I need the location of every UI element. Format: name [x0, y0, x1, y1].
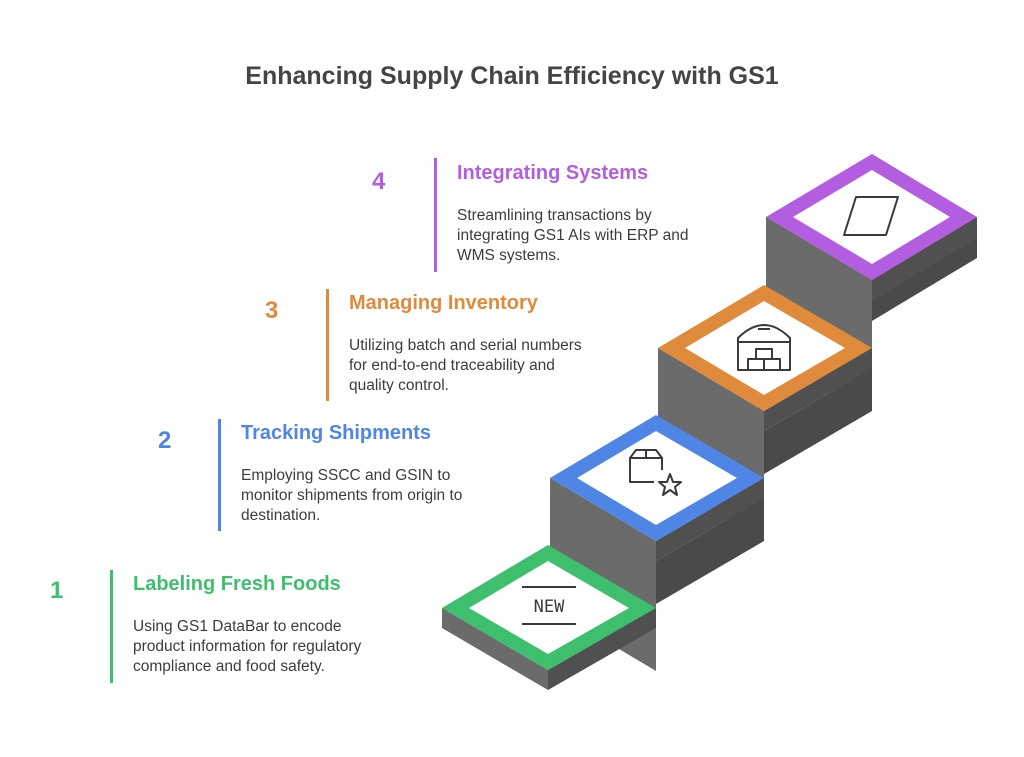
- box-star-icon: [629, 449, 682, 496]
- step-number: 2: [158, 427, 172, 454]
- step-description: Streamlining transactions by integrating…: [457, 207, 689, 264]
- stair-top-2: [550, 415, 764, 541]
- step-heading: Tracking Shipments: [241, 422, 432, 444]
- svg-text:NEW: NEW: [534, 597, 565, 617]
- stair-top-3: [658, 285, 872, 411]
- new-label-icon: NEW: [522, 586, 576, 625]
- step-heading: Integrating Systems: [457, 162, 649, 184]
- step-divider: [218, 419, 221, 531]
- page-title: Enhancing Supply Chain Efficiency with G…: [245, 62, 779, 90]
- stair-top-1: NEW: [442, 545, 656, 670]
- step-heading: Labeling Fresh Foods: [133, 573, 341, 595]
- step-number: 1: [50, 577, 64, 604]
- step-divider: [326, 289, 329, 401]
- step-number: 3: [265, 297, 279, 324]
- step-description: Employing SSCC and GSIN to monitor shipm…: [241, 467, 463, 524]
- step-description: Utilizing batch and serial numbers for e…: [349, 337, 582, 394]
- stair-top-4: [766, 154, 977, 280]
- step-description: Using GS1 DataBar to encode product info…: [133, 618, 362, 675]
- warehouse-icon: [737, 324, 791, 371]
- step-heading: Managing Inventory: [349, 292, 538, 314]
- step-number: 4: [372, 168, 386, 195]
- parallelogram-icon: [843, 196, 899, 236]
- step-divider: [434, 158, 437, 272]
- step-divider: [110, 570, 113, 683]
